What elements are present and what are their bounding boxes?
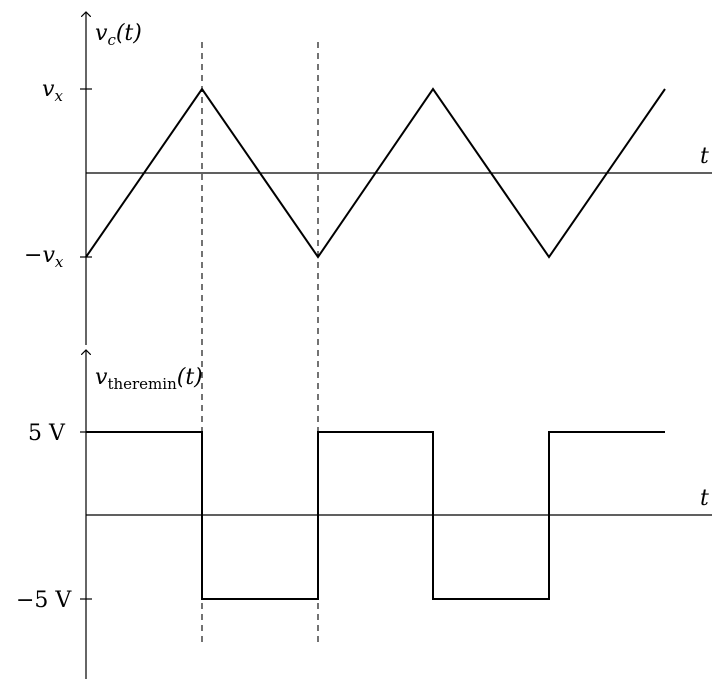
bottom-tick-low-label: −5 V [16, 588, 72, 613]
bottom-y-label: vtheremin(t) [95, 365, 203, 393]
top-x-label: t [700, 144, 709, 169]
triangle-wave [85, 87, 666, 259]
bottom-x-label: t [700, 486, 709, 511]
top-plot: vc(t) vx −vx t [24, 12, 712, 345]
bottom-plot: vtheremin(t) 5 V −5 V t [16, 350, 712, 679]
top-tick-high-label: vx [42, 77, 63, 105]
top-y-label: vc(t) [95, 21, 142, 49]
bottom-tick-high-label: 5 V [28, 421, 66, 446]
top-tick-low-label: −vx [24, 243, 64, 271]
